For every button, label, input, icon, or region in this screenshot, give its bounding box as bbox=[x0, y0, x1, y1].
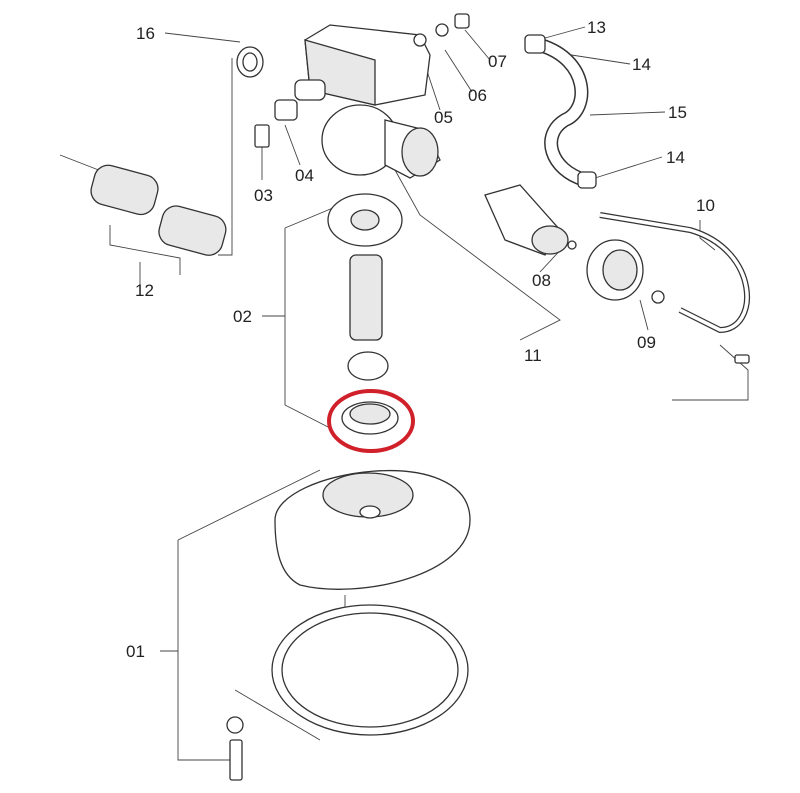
label-09: 09 bbox=[637, 333, 656, 352]
label-01: 01 bbox=[126, 642, 145, 661]
label-12: 12 bbox=[135, 281, 154, 300]
hose-assembly bbox=[524, 34, 597, 189]
fitting-04 bbox=[274, 99, 298, 121]
label-11: 11 bbox=[524, 346, 542, 365]
label-14-top: 14 bbox=[632, 55, 651, 74]
label-02: 02 bbox=[233, 307, 252, 326]
bellows-12 bbox=[90, 164, 227, 256]
highlight-circle bbox=[327, 389, 415, 453]
label-08: 08 bbox=[532, 271, 551, 290]
label-05: 05 bbox=[434, 108, 453, 127]
label-03: 03 bbox=[254, 186, 273, 205]
label-15: 15 bbox=[668, 103, 687, 122]
label-14-bottom: 14 bbox=[666, 148, 685, 167]
label-04: 04 bbox=[295, 166, 314, 185]
hose-clamp-16 bbox=[236, 46, 264, 78]
valve-stack-02 bbox=[327, 193, 403, 435]
label-06: 06 bbox=[468, 86, 487, 105]
small-parts-05-07 bbox=[413, 13, 470, 47]
valve-housing bbox=[294, 24, 441, 179]
label-07: 07 bbox=[488, 52, 507, 71]
screw-03 bbox=[254, 124, 270, 148]
label-13: 13 bbox=[587, 18, 606, 37]
base-plate-01 bbox=[226, 470, 471, 781]
label-16: 16 bbox=[136, 24, 155, 43]
tube-10 bbox=[599, 212, 751, 364]
filter-11 bbox=[484, 184, 665, 304]
label-10: 10 bbox=[696, 196, 715, 215]
